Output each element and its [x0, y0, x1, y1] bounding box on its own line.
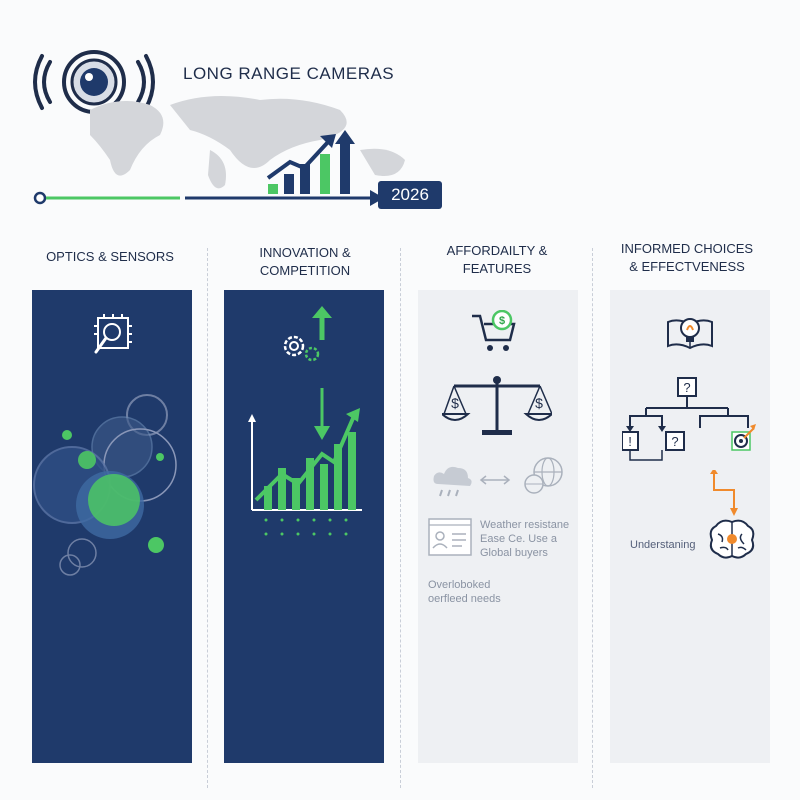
column-title-line: INFORMED CHOICES — [620, 241, 754, 256]
column-title-affordability: AFFORDAILTY & FEATURES — [407, 242, 587, 278]
column-title-line: INNOVATION & — [259, 245, 351, 260]
svg-text:$: $ — [451, 395, 459, 411]
panel-optics — [32, 290, 192, 763]
shopping-cart-dollar-icon: $ — [472, 310, 516, 351]
sensor-bubbles-graphic — [33, 394, 177, 576]
year-badge: 2026 — [378, 181, 442, 209]
panel-affordability: $ $ $ Weather resistane — [418, 290, 578, 763]
chip-magnifier-icon — [94, 314, 132, 354]
note-line: Overloboked — [428, 579, 491, 591]
feature-card-text: Weather resistane Ease Ce. Use a Global … — [480, 518, 569, 560]
world-map-icon — [90, 96, 405, 189]
growth-chart-icon — [266, 130, 355, 194]
cloud-rain-icon — [433, 466, 472, 497]
column-title-line: OPTICS & SENSORS — [46, 249, 174, 264]
column-divider — [592, 248, 593, 788]
column-title-innovation: INNOVATION & COMPETITION — [215, 244, 395, 280]
header-title: LONG RANGE CAMERAS — [183, 64, 395, 83]
column-divider — [207, 248, 208, 788]
svg-text:?: ? — [671, 434, 678, 449]
column-title-line: FEATURES — [462, 261, 532, 276]
column-title-line: COMPETITION — [259, 263, 351, 278]
overlooked-note: Overloboked oerfleed needs — [428, 578, 501, 606]
panel-choices: ? ! ? Understaning — [610, 290, 770, 763]
id-card-icon — [428, 518, 472, 556]
gears-up-arrow-icon — [283, 306, 332, 362]
feature-line: Ease Ce. Use a — [480, 533, 558, 545]
column-divider — [400, 248, 401, 788]
note-line: oerfleed needs — [428, 593, 501, 605]
decision-tree-icon: ? ! ? — [622, 377, 756, 461]
feature-line: Weather resistane — [480, 519, 570, 531]
svg-text:$: $ — [535, 395, 543, 411]
connector-arrow — [710, 470, 738, 516]
panel-innovation — [224, 290, 384, 763]
book-lightbulb-icon — [667, 318, 713, 350]
balance-scale-icon: $ $ — [442, 376, 552, 435]
brain-icon — [709, 519, 755, 559]
double-arrow-icon — [479, 475, 511, 485]
feature-line: Global buyers — [480, 547, 548, 559]
column-title-choices: INFORMED CHOICES & EFFECTVENESS — [597, 240, 777, 276]
column-title-line: AFFORDAILTY & — [446, 243, 548, 258]
svg-text:$: $ — [499, 315, 505, 327]
rising-bar-chart-icon — [248, 388, 362, 536]
understanding-label: Understaning — [630, 539, 696, 551]
column-title-line: & EFFECTVENESS — [629, 259, 745, 274]
timeline-line — [33, 190, 384, 206]
column-title-optics: OPTICS & SENSORS — [20, 248, 200, 266]
svg-text:!: ! — [628, 434, 632, 449]
svg-text:?: ? — [683, 380, 690, 395]
globe-icon — [524, 457, 563, 494]
